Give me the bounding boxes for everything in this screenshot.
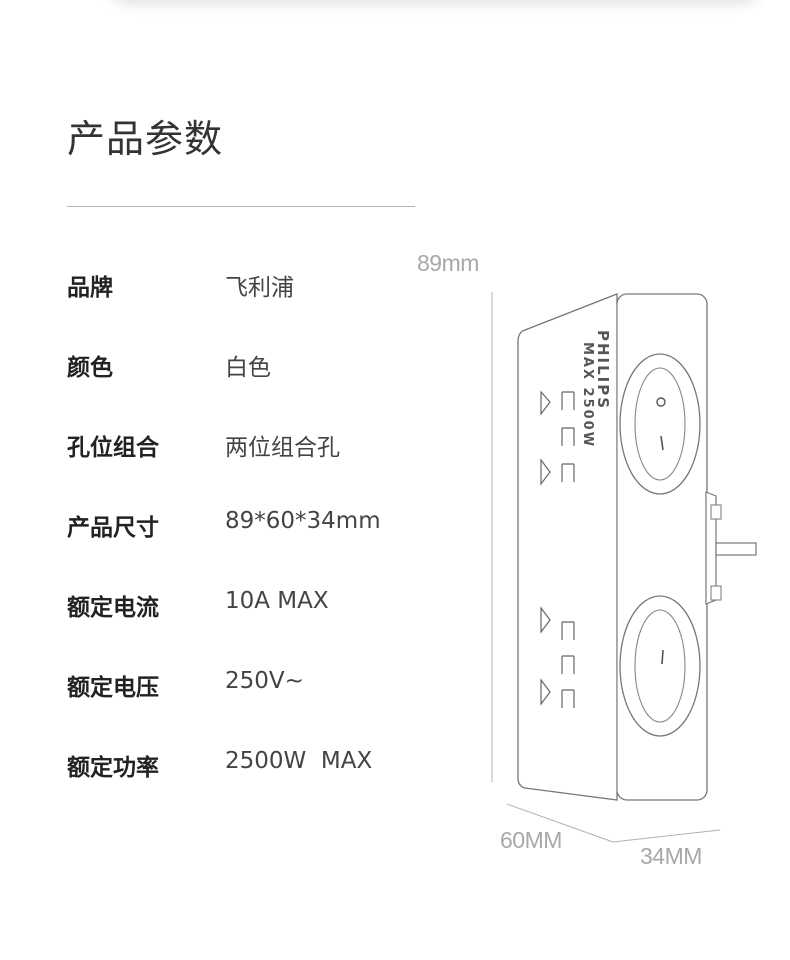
upper-socket-group bbox=[540, 353, 701, 495]
power-off-icon bbox=[656, 397, 666, 407]
plug-prong bbox=[715, 542, 757, 556]
spec-value: 250V~ bbox=[225, 668, 304, 694]
power-on-icon bbox=[660, 435, 664, 451]
dimension-depth-label: 34MM bbox=[640, 843, 702, 869]
title-divider bbox=[67, 206, 415, 207]
spec-label: 孔位组合 bbox=[67, 435, 159, 461]
socket-slot-icon bbox=[540, 458, 551, 486]
power-strip-illustration: PHILIPS MAX 2500W bbox=[491, 292, 757, 843]
upper-rocker-switch bbox=[634, 367, 686, 481]
socket-slot-icon bbox=[540, 390, 551, 416]
socket-slot-icon bbox=[540, 678, 551, 706]
spec-row-socket-combo: 孔位组合 两位组合孔 bbox=[67, 428, 407, 462]
spec-row-brand: 品牌 飞利浦 bbox=[67, 268, 407, 302]
spec-value: 两位组合孔 bbox=[225, 435, 340, 461]
spec-value: 2500W MAX bbox=[225, 748, 373, 774]
brand-print: PHILIPS MAX 2500W bbox=[580, 330, 612, 448]
spec-value: 飞利浦 bbox=[225, 275, 294, 301]
spec-label: 产品尺寸 bbox=[67, 515, 159, 541]
spec-row-current: 额定电流 10A MAX bbox=[67, 588, 407, 622]
depth-dimension-line bbox=[612, 829, 721, 843]
spec-row-size: 产品尺寸 89*60*34mm bbox=[67, 508, 407, 542]
socket-slot-icon bbox=[540, 606, 551, 634]
spec-label: 额定电压 bbox=[67, 675, 159, 701]
lower-rocker-switch bbox=[634, 609, 686, 723]
dimension-width-label: 60MM bbox=[500, 827, 562, 853]
plug-clip-bottom bbox=[710, 585, 722, 601]
brand-print-text: PHILIPS bbox=[594, 330, 612, 410]
plug-clip-top bbox=[710, 504, 722, 520]
lower-socket-group bbox=[540, 595, 701, 737]
spec-label: 颜色 bbox=[67, 355, 113, 381]
spec-value: 白色 bbox=[225, 355, 271, 381]
spec-row-color: 颜色 白色 bbox=[67, 348, 407, 382]
spec-label: 品牌 bbox=[67, 275, 113, 301]
rating-print-text: MAX 2500W bbox=[580, 342, 595, 448]
spec-row-voltage: 额定电压 250V~ bbox=[67, 668, 407, 702]
spec-label: 额定功率 bbox=[67, 755, 159, 781]
strip-side-face bbox=[517, 293, 618, 801]
width-dimension-line bbox=[506, 803, 614, 843]
spec-row-power: 额定功率 2500W MAX bbox=[67, 748, 407, 782]
spec-label: 额定电流 bbox=[67, 595, 159, 621]
power-on-icon bbox=[661, 649, 664, 665]
spec-value: 89*60*34mm bbox=[225, 508, 381, 534]
dimension-height-label: 89mm bbox=[417, 250, 479, 276]
section-title: 产品参数 bbox=[67, 117, 224, 161]
spec-value: 10A MAX bbox=[225, 588, 329, 614]
